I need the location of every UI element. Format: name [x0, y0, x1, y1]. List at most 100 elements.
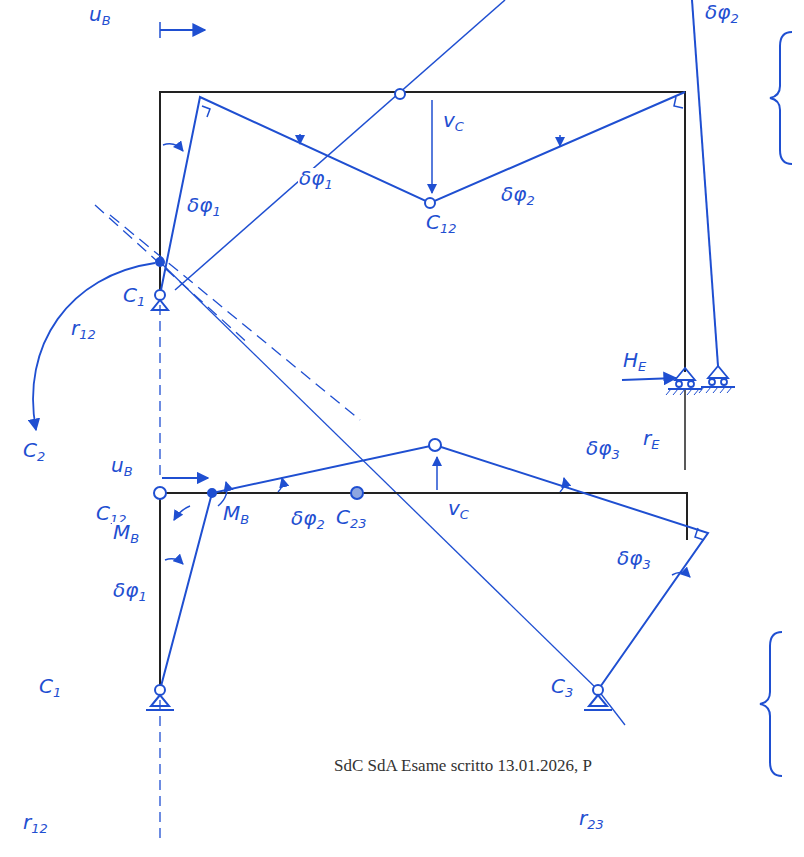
symbol-subscript: B	[130, 531, 139, 546]
drawing-line	[684, 390, 686, 470]
symbol-subscript: C	[460, 507, 469, 522]
symbol-subscript: 1	[137, 294, 145, 309]
symbol-main: r	[71, 316, 79, 340]
drawing-line	[159, 305, 160, 480]
symbol-label: C12	[425, 212, 458, 236]
symbol-main: δφ	[501, 182, 526, 206]
symbol-main: H	[623, 348, 638, 372]
drawing-path	[278, 478, 283, 492]
drawing-circle	[688, 381, 694, 387]
symbol-main: δφ	[586, 436, 611, 460]
drawing-line	[622, 378, 676, 380]
drawing-path	[672, 572, 690, 577]
symbol-main: C	[336, 505, 350, 529]
symbol-label: vC	[442, 110, 465, 134]
symbol-label: C1	[38, 676, 62, 700]
drawing-circle	[709, 379, 715, 385]
drawing-path	[666, 389, 699, 395]
drawing-path	[674, 97, 683, 108]
drawing-line	[160, 29, 205, 31]
symbol-main: r	[579, 806, 587, 830]
symbol-main: M	[223, 501, 240, 525]
drawing-path	[163, 144, 183, 151]
symbol-subscript: 12	[440, 221, 457, 236]
symbol-label: C2	[22, 440, 46, 464]
drawing-line	[175, 0, 505, 290]
top-frame	[160, 92, 685, 470]
drawing-line	[146, 709, 174, 711]
roller-support	[666, 366, 735, 395]
footer-note: SdC SdA Esame scritto 13.01.2026, P	[333, 757, 593, 775]
symbol-main: δφ	[291, 506, 316, 530]
bottom-deformed-shape	[160, 445, 708, 690]
drawing-circle	[154, 487, 166, 499]
symbol-label: r12	[22, 812, 49, 836]
symbol-subscript: 1	[324, 177, 332, 192]
symbol-label: vC	[447, 498, 470, 522]
drawing-polyline	[160, 92, 685, 372]
symbol-main: C	[426, 210, 440, 234]
drawing-polyline	[160, 92, 685, 295]
drawing-path	[760, 632, 782, 776]
symbol-subscript: 2	[526, 193, 534, 208]
symbol-label: δφ2	[290, 508, 326, 532]
symbol-label: rE	[642, 428, 660, 452]
drawing-path	[165, 559, 183, 564]
symbol-label: C3	[550, 676, 574, 700]
drawing-circle	[676, 381, 682, 387]
drawing-circle	[208, 489, 216, 497]
symbol-subscript: 1	[53, 685, 61, 700]
drawing-path	[151, 695, 169, 706]
drawing-path	[174, 506, 190, 520]
symbol-subscript: C	[455, 119, 464, 134]
braces	[760, 32, 792, 776]
drawing-path	[708, 366, 728, 378]
symbol-subscript: B	[102, 13, 111, 28]
drawing-circle	[721, 379, 727, 385]
symbol-main: u	[111, 453, 124, 477]
symbol-main: u	[89, 2, 102, 26]
symbol-label: uB	[110, 455, 134, 479]
drawing-path	[699, 387, 732, 393]
drawing-circle	[429, 439, 441, 451]
symbol-subscript: B	[124, 464, 133, 479]
symbol-subscript: E	[638, 359, 646, 374]
symbol-subscript: 12	[31, 821, 48, 836]
drawing-line	[299, 134, 301, 144]
symbol-main: δφ	[617, 546, 642, 570]
symbol-label: MB	[222, 503, 250, 527]
drawing-line	[559, 135, 561, 146]
top-deformed-shape	[33, 0, 718, 430]
drawing-line	[598, 690, 625, 725]
symbol-label: r12	[70, 318, 97, 342]
symbol-main: C	[39, 674, 53, 698]
symbol-label: δφ3	[616, 548, 652, 572]
symbol-main: δφ	[705, 0, 730, 24]
drawing-line	[110, 215, 360, 420]
symbol-subscript: 2	[730, 11, 738, 26]
drawing-line	[692, 0, 718, 366]
symbol-subscript: 2	[37, 449, 45, 464]
drawing-polyline	[160, 493, 687, 690]
symbol-main: δφ	[113, 578, 138, 602]
symbol-main: M	[113, 520, 130, 544]
symbol-main: δφ	[187, 193, 212, 217]
symbol-label: HE	[622, 350, 647, 374]
bottom-hinges	[146, 439, 612, 710]
symbol-subscript: 23	[587, 817, 604, 832]
symbol-subscript: 3	[565, 685, 573, 700]
symbol-main: v	[443, 108, 455, 132]
symbol-label: δφ1	[186, 195, 222, 219]
symbol-label: δφ3	[585, 438, 621, 462]
symbol-label: δφ2	[704, 2, 740, 26]
symbol-subscript: E	[651, 437, 659, 452]
symbol-label: C1	[122, 285, 146, 309]
symbol-label: MB	[112, 522, 140, 546]
symbol-label: r23	[578, 808, 605, 832]
symbol-main: r	[23, 810, 31, 834]
symbol-main: C	[23, 438, 37, 462]
symbol-label: δφ1	[112, 580, 148, 604]
symbol-main: r	[643, 426, 651, 450]
center-lines	[95, 205, 625, 840]
